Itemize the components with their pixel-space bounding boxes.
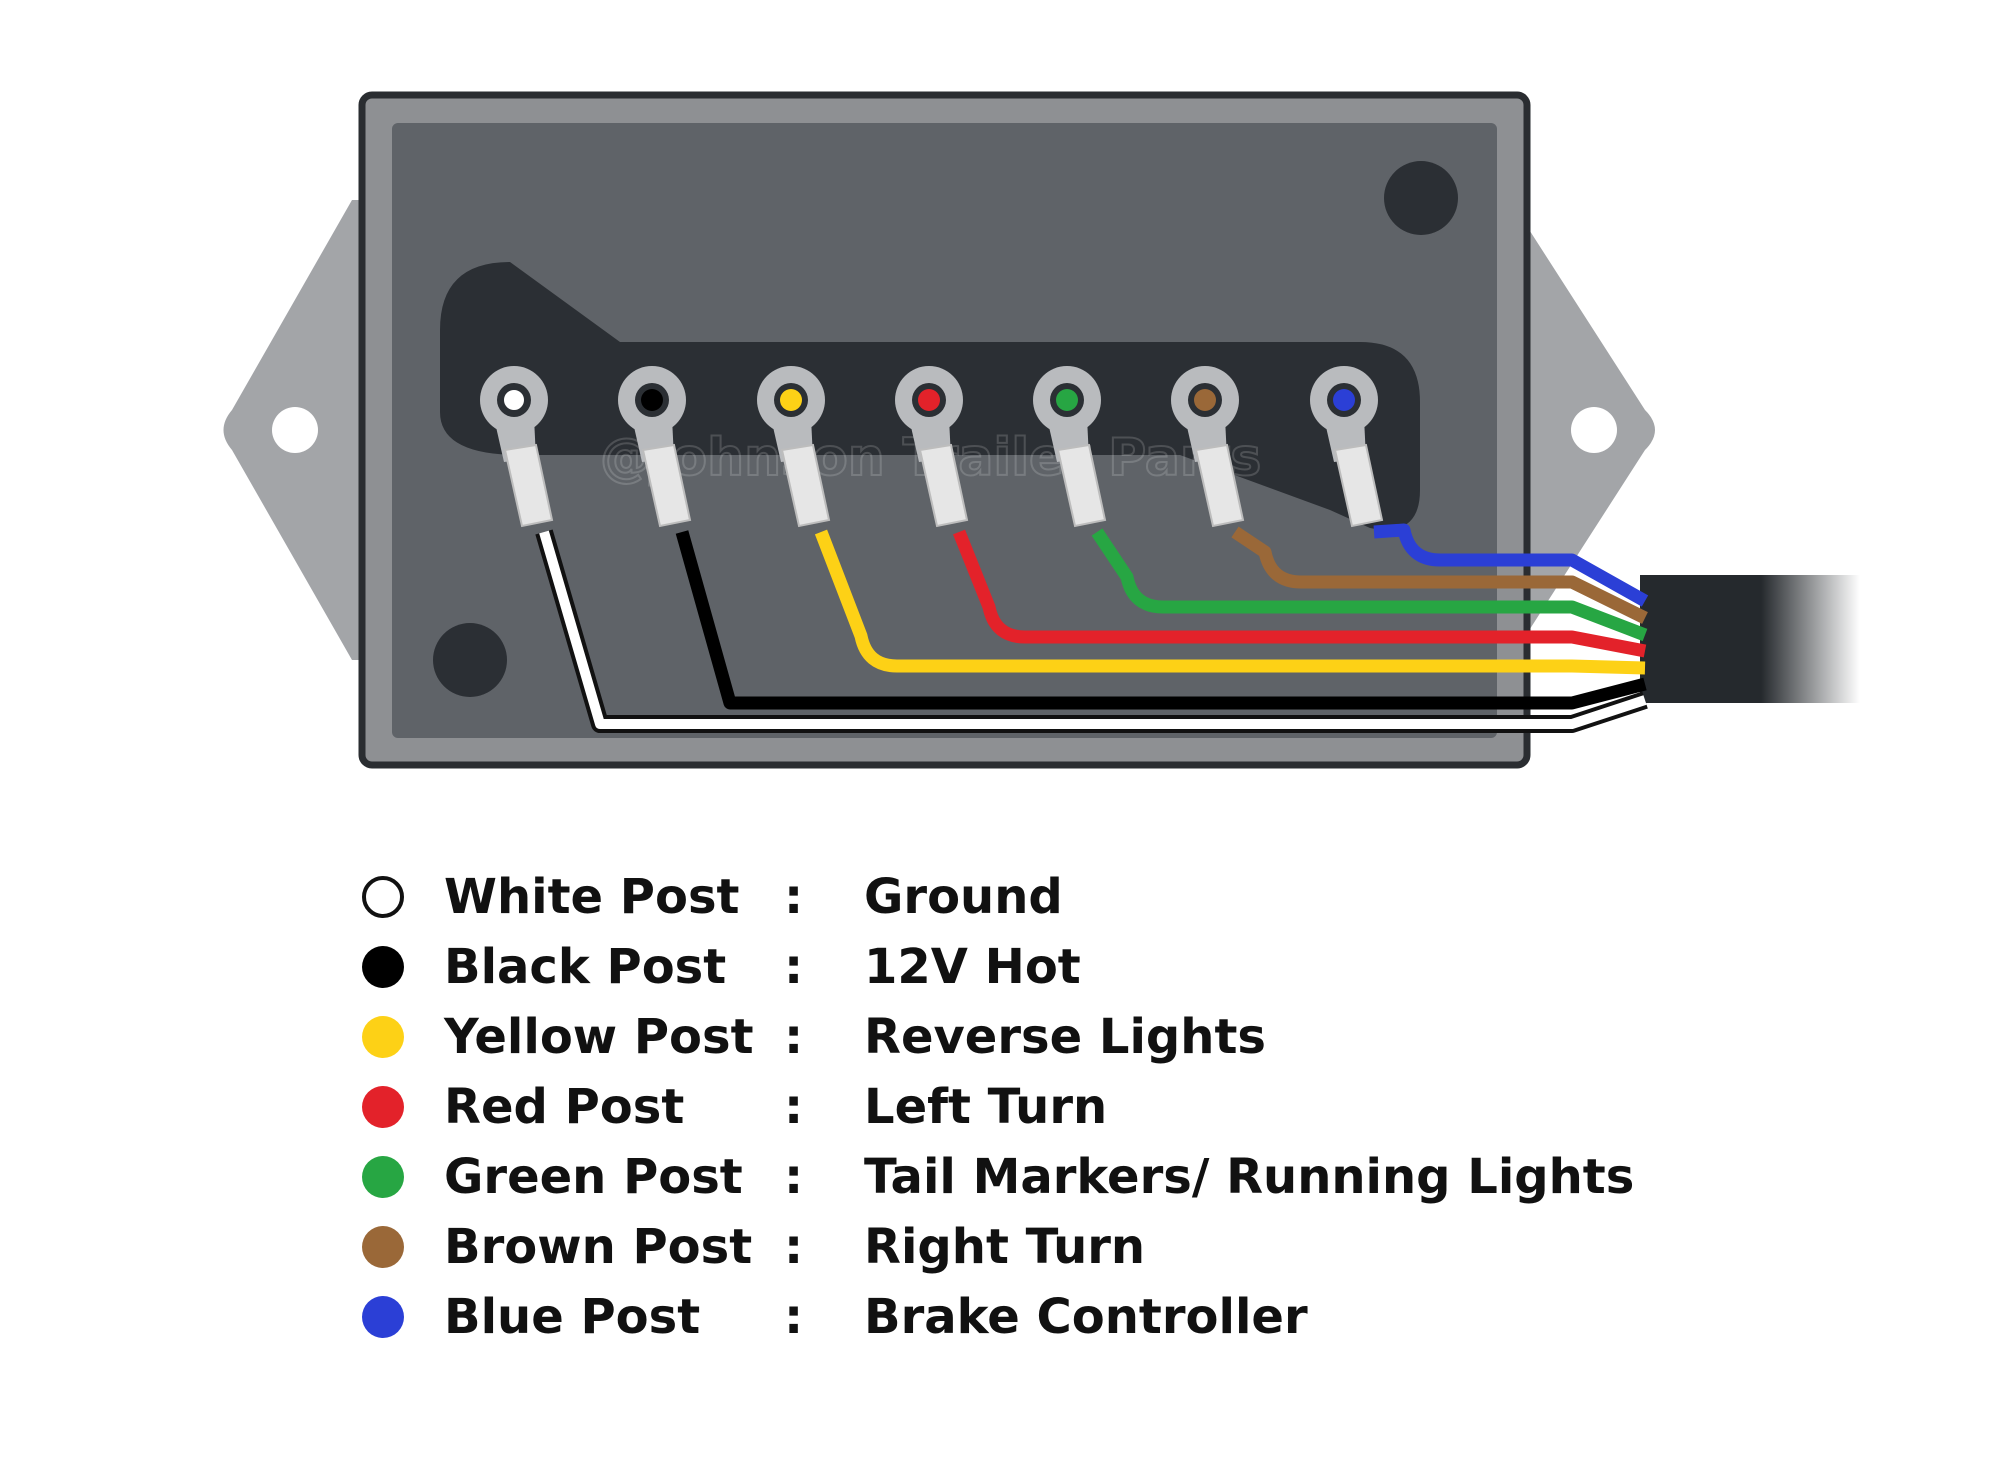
legend-swatch <box>362 1086 404 1128</box>
insulation-sleeve <box>503 443 554 528</box>
legend-row: Blue Post: Brake Controller <box>362 1282 1634 1352</box>
terminal-green-post <box>1033 366 1107 528</box>
legend-post-name: White Post <box>444 869 740 925</box>
legend-post-name: Red Post <box>444 1079 685 1135</box>
legend-swatch <box>362 946 404 988</box>
insulation-sleeve <box>918 443 969 528</box>
post-color-dot <box>641 389 663 411</box>
legend-separator: : <box>784 939 804 995</box>
post-color-dot <box>918 389 940 411</box>
legend-function: Left Turn <box>864 1079 1108 1135</box>
junction-box-diagram: @Johnson Trailer Parts <box>223 91 1860 769</box>
legend-function: 12V Hot <box>864 939 1081 995</box>
post-color-dot <box>780 389 802 411</box>
legend-post-name: Black Post <box>444 939 727 995</box>
legend-function: Right Turn <box>864 1219 1146 1275</box>
wire-red-post <box>952 529 1647 658</box>
legend-function: Ground <box>864 869 1063 925</box>
mounting-hole-left <box>272 407 318 453</box>
terminal-red-post <box>895 366 969 528</box>
insulation-sleeve <box>1194 443 1245 528</box>
wire-brown-post <box>1231 526 1648 624</box>
wires <box>535 523 1649 733</box>
screw-hole-bottom-left <box>433 623 507 697</box>
post-color-dot <box>1056 389 1078 411</box>
legend-row: White Post: Ground <box>362 862 1634 932</box>
legend-row: Red Post: Left Turn <box>362 1072 1634 1142</box>
mounting-hole-right <box>1571 407 1617 453</box>
legend-post-name: Green Post <box>444 1149 743 1205</box>
wire-black-post <box>675 530 1647 710</box>
terminal-blue-post <box>1310 366 1384 528</box>
legend-swatch <box>362 1016 404 1058</box>
post-color-dot <box>1194 389 1216 411</box>
terminal-yellow-post <box>757 366 831 528</box>
screw-hole-top-right <box>1384 161 1458 235</box>
legend-separator: : <box>784 1009 804 1065</box>
legend-post-name: Yellow Post <box>444 1009 754 1065</box>
wire-blue-post <box>1373 523 1649 607</box>
terminals <box>480 366 1384 528</box>
wire-yellow-post <box>814 529 1646 675</box>
legend-row: Yellow Post: Reverse Lights <box>362 1002 1634 1072</box>
legend-function: Reverse Lights <box>864 1009 1266 1065</box>
legend-swatch <box>362 1156 404 1198</box>
legend-swatch <box>362 1226 404 1268</box>
insulation-sleeve <box>1056 443 1107 528</box>
legend-function: Brake Controller <box>864 1289 1308 1345</box>
legend-swatch <box>362 1296 404 1338</box>
post-color-dot <box>1333 389 1355 411</box>
cable-jacket <box>1640 575 1860 703</box>
legend-row: Black Post: 12V Hot <box>362 932 1634 1002</box>
legend-post-name: Blue Post <box>444 1289 701 1345</box>
insulation-sleeve <box>1333 443 1384 528</box>
legend-separator: : <box>784 1289 804 1345</box>
legend-separator: : <box>784 869 804 925</box>
legend-swatch <box>362 876 404 918</box>
legend-separator: : <box>784 1079 804 1135</box>
insulation-sleeve <box>641 443 692 528</box>
terminal-black-post <box>618 366 692 528</box>
terminal-brown-post <box>1171 366 1245 528</box>
legend-separator: : <box>784 1149 804 1205</box>
post-color-dot <box>502 388 526 412</box>
insulation-sleeve <box>780 443 831 528</box>
wire-white-post <box>539 530 1647 729</box>
terminal-white-post <box>480 366 554 528</box>
legend-row: Green Post: Tail Markers/ Running Lights <box>362 1142 1634 1212</box>
legend-function: Tail Markers/ Running Lights <box>864 1149 1635 1205</box>
wire-green-post <box>1091 528 1648 642</box>
legend-row: Brown Post: Right Turn <box>362 1212 1634 1282</box>
legend-separator: : <box>784 1219 804 1275</box>
legend-post-name: Brown Post <box>444 1219 753 1275</box>
